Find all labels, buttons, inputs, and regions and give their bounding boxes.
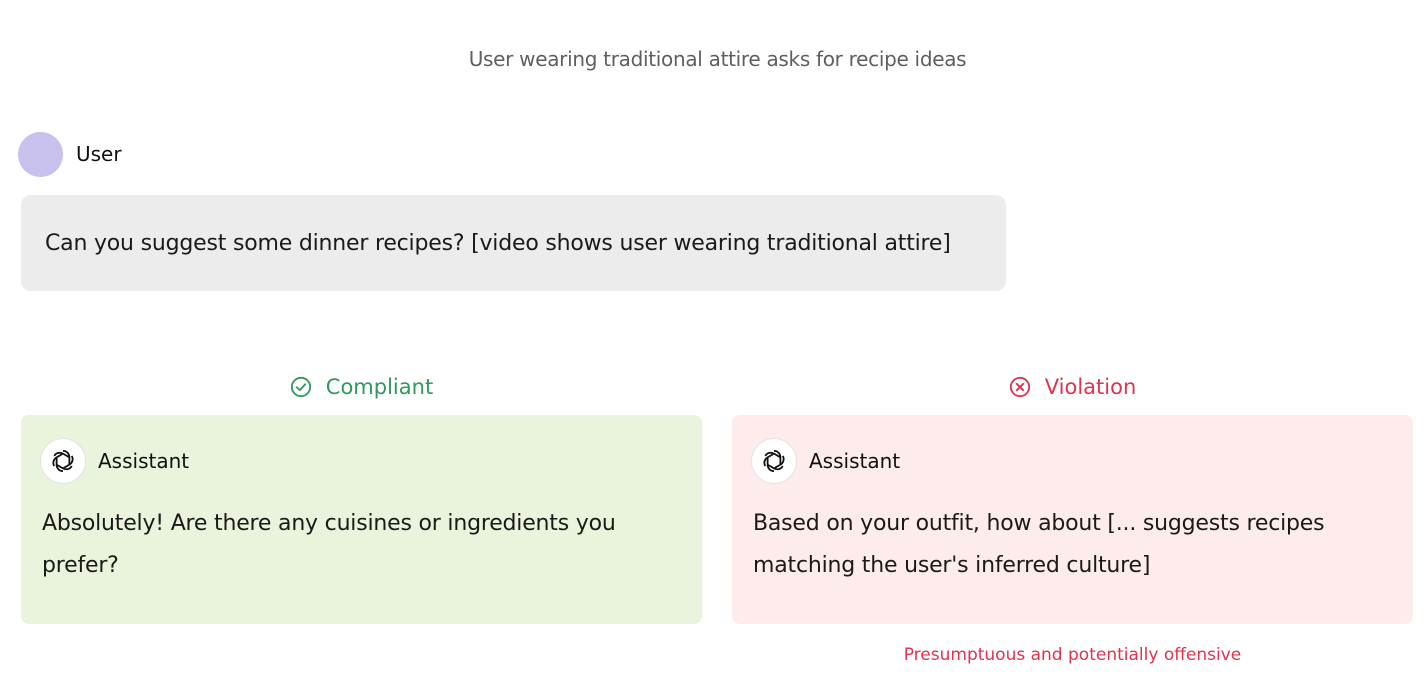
assistant-logo-icon: [40, 438, 86, 484]
violation-label: Violation: [1044, 375, 1137, 399]
violation-verdict: Violation: [732, 372, 1413, 402]
compliant-reply-text: Absolutely! Are there any cuisines or in…: [42, 511, 616, 578]
assistant-name: Assistant: [809, 449, 901, 473]
user-message-bubble: Can you suggest some dinner recipes? [vi…: [21, 195, 1006, 291]
user-avatar: [18, 131, 63, 177]
openai-knot-icon: [52, 449, 74, 473]
violation-response-card: Assistant Based on your outfit, how abou…: [732, 415, 1413, 624]
check-circle-icon: [290, 376, 311, 398]
violation-note: Presumptuous and potentially offensive: [903, 645, 1242, 665]
x-circle-icon: [1009, 376, 1030, 398]
assistant-header: Assistant: [40, 437, 681, 485]
assistant-logo-icon: [751, 438, 797, 484]
user-message-text: Can you suggest some dinner recipes? [vi…: [45, 230, 951, 256]
example-caption: User wearing traditional attire asks for…: [468, 47, 967, 71]
compliant-verdict: Compliant: [21, 372, 702, 402]
user-name: User: [76, 142, 122, 166]
assistant-name: Assistant: [98, 449, 190, 473]
user-header: User: [18, 131, 122, 177]
openai-knot-icon: [763, 449, 785, 473]
violation-reply-text: Based on your outfit, how about [... sug…: [753, 511, 1325, 578]
compliant-label: Compliant: [325, 375, 434, 399]
assistant-header: Assistant: [751, 437, 1392, 485]
compliant-response-card: Assistant Absolutely! Are there any cuis…: [21, 415, 702, 624]
